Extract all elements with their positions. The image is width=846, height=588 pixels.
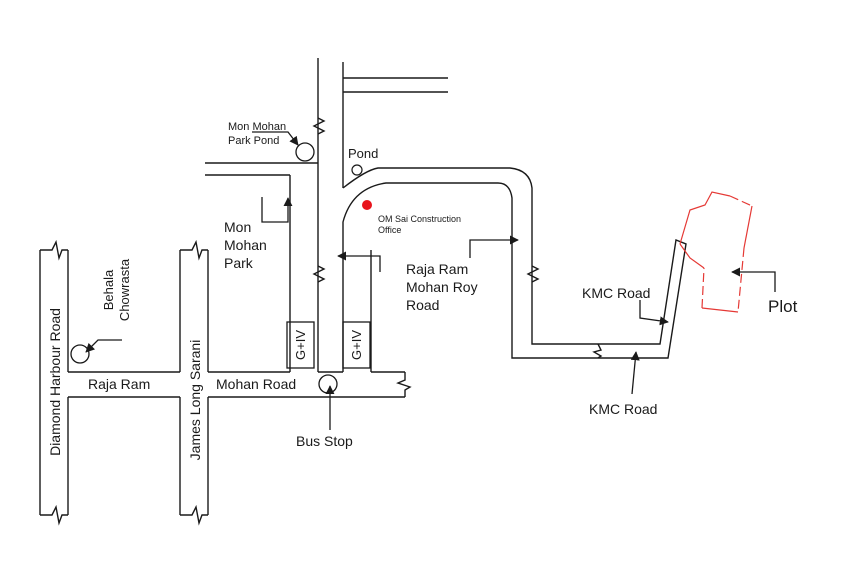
building-left-label: G+IV (293, 330, 308, 360)
building-right-label: G+IV (349, 330, 364, 360)
mon-mohan-park-label-1: Mon (224, 219, 251, 235)
rrmr-label-3: Road (406, 297, 439, 313)
mohan-road-label: Mohan Road (216, 376, 296, 392)
raja-ram-label: Raja Ram (88, 376, 150, 392)
office-label-1: OM Sai Construction (378, 214, 461, 224)
plot-outline (679, 191, 753, 313)
diamond-harbour-road-label: Diamond Harbour Road (47, 308, 63, 456)
kmc-road-lower-label: KMC Road (589, 401, 657, 417)
pond-icon (351, 164, 363, 176)
building-right: G+IV (342, 321, 371, 369)
mon-mohan-park-label-3: Park (224, 255, 254, 271)
mon-mohan-park-road (205, 58, 448, 372)
behala-chowrasta-icon (70, 344, 90, 364)
rrmr-label-2: Mohan Roy (406, 279, 478, 295)
mon-mohan-park-pond-label-2: Park Pond (228, 135, 279, 147)
raja-ram-mohan-road (68, 371, 412, 398)
mon-mohan-park-pond-label-1: Mon Mohan (228, 121, 286, 133)
rrmr-label-1: Raja Ram (406, 261, 468, 277)
office-marker-icon (362, 200, 372, 210)
behala-label-1: Behala (101, 269, 116, 310)
raja-ram-mohan-roy-road (342, 167, 687, 359)
james-long-sarani-road (179, 239, 209, 526)
plot-label: Plot (768, 297, 798, 316)
kmc-road-upper-label: KMC Road (582, 285, 650, 301)
mon-mohan-park-pond-icon (295, 142, 315, 162)
office-label-2: Office (378, 225, 401, 235)
diamond-harbour-road (39, 239, 69, 526)
bus-stop-label: Bus Stop (296, 433, 353, 449)
mon-mohan-park-label-2: Mohan (224, 237, 267, 253)
building-left: G+IV (286, 321, 315, 369)
pond-label: Pond (348, 146, 378, 161)
behala-label-2: Chowrasta (117, 258, 132, 321)
james-long-sarani-label: James Long Sarani (187, 340, 203, 461)
bus-stop-icon (318, 374, 338, 394)
leader-arrows (85, 131, 776, 430)
